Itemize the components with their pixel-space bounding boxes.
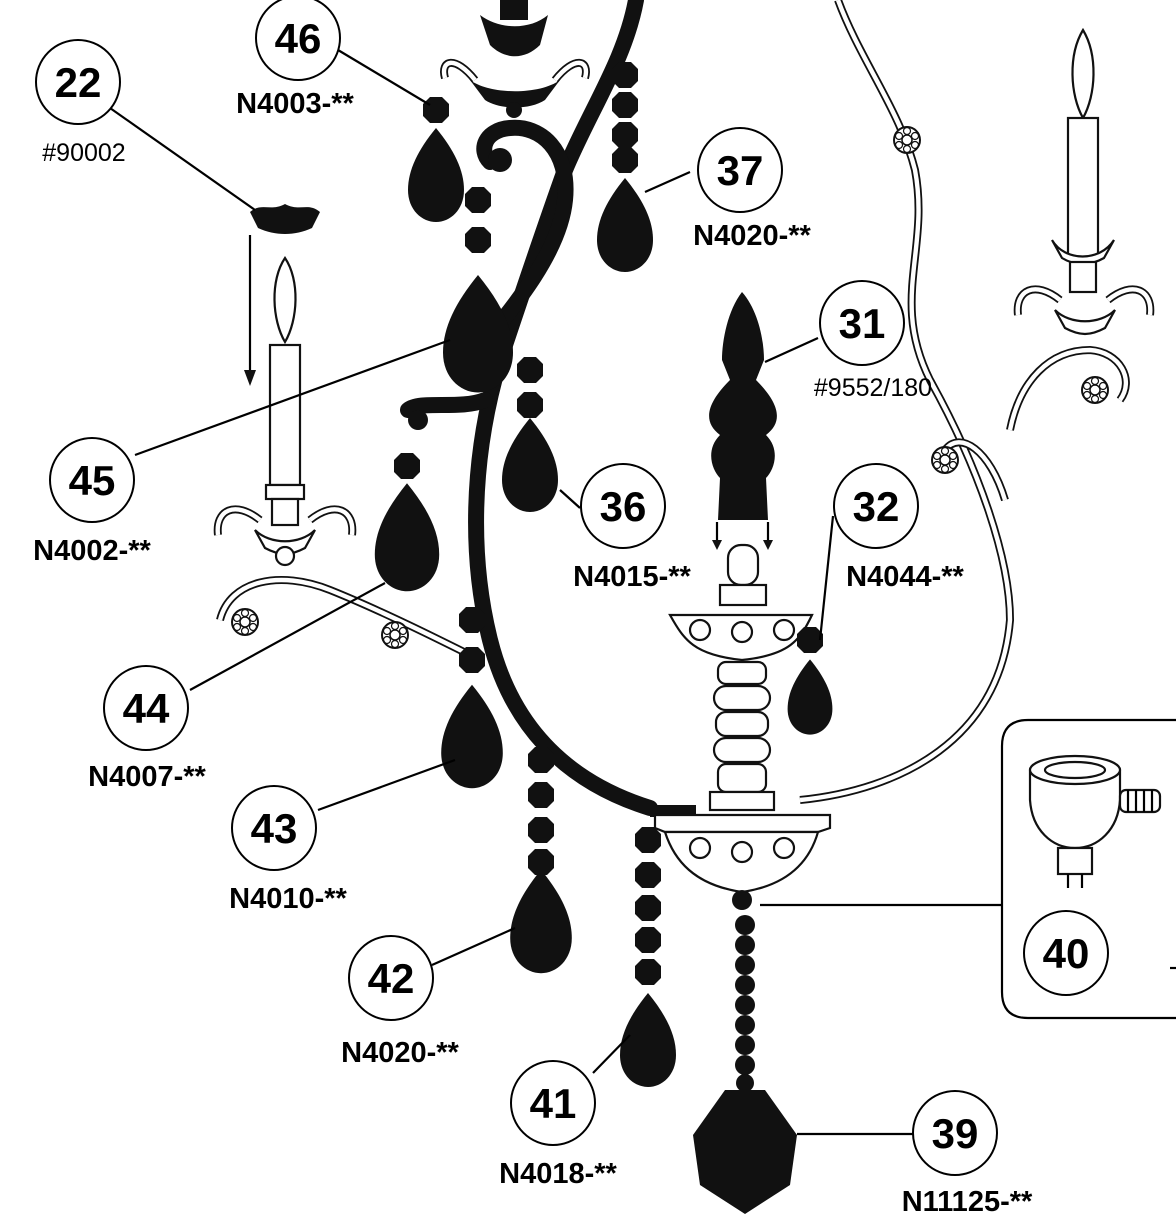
candle-flame-icon (1071, 27, 1095, 121)
candle-icon (268, 343, 302, 487)
rosette-icon (931, 446, 959, 474)
callout-41: 41 N4018-** (499, 1060, 618, 1190)
top-canopy (440, 0, 590, 118)
part-code: N4020-** (341, 1037, 459, 1069)
octagon-bead-icon (517, 392, 543, 418)
part-code: N4018-** (499, 1158, 617, 1190)
callout-32: 32 N4044-** (833, 463, 965, 593)
crystal-strands (374, 62, 833, 1214)
octagon-bead-icon (635, 959, 661, 985)
callout-number: 42 (368, 955, 415, 1002)
callout-number: 39 (932, 1110, 979, 1157)
callout-number: 46 (275, 15, 322, 62)
bobeche-cup-icon (250, 204, 320, 234)
callout-31: 31 #9552/180 (814, 280, 932, 402)
octagon-bead-icon (635, 862, 661, 888)
candle-icon (1066, 116, 1100, 260)
octagon-bead-icon (517, 357, 543, 383)
rosette-icon (1081, 376, 1109, 404)
callout-number: 37 (717, 147, 764, 194)
candle-right (1013, 27, 1155, 336)
octagon-bead-icon (612, 92, 638, 118)
crystal-drop-icon (408, 128, 464, 222)
callout-44: 44 N4007-** (88, 665, 207, 793)
callout-number: 40 (1043, 930, 1090, 977)
part-code: N4044-** (846, 561, 964, 593)
octagon-bead-icon (394, 453, 420, 479)
crystal-drop-icon (374, 483, 440, 592)
callout-number: 32 (853, 483, 900, 530)
candle-left (213, 256, 357, 567)
octagon-bead-icon (465, 227, 491, 253)
octagon-bead-icon (612, 62, 638, 88)
callout-22: 22 #90002 (35, 39, 126, 167)
callout-number: 31 (839, 300, 886, 347)
callout-46: 46 N4003-** (236, 0, 355, 120)
part-code: N11125-** (902, 1186, 1033, 1218)
center-post (650, 292, 832, 910)
crystal-drop-icon (787, 659, 833, 735)
crystal-drop-icon (597, 178, 653, 272)
octagon-bead-icon (423, 97, 449, 123)
octagon-bead-icon (465, 187, 491, 213)
callout-42: 42 N4020-** (341, 935, 460, 1069)
finial-icon (709, 292, 777, 520)
callout-number: 44 (123, 685, 170, 732)
leader-lines (109, 49, 1003, 1136)
octagon-bead-icon (459, 647, 485, 673)
octagon-bead-icon (635, 895, 661, 921)
part-code: N4015-** (573, 561, 691, 593)
rosette-icon (231, 608, 259, 636)
octagon-bead-icon (797, 627, 823, 653)
part-code: #90002 (42, 139, 125, 167)
octagon-bead-icon (459, 607, 485, 633)
part-code: N4002-** (33, 535, 151, 567)
lamp-socket-icon (1028, 754, 1162, 888)
crystal-drop-icon (620, 993, 676, 1087)
scroll-knob (408, 410, 428, 430)
callout-number: 45 (69, 457, 116, 504)
part-code: N4003-** (236, 88, 354, 120)
crystal-drop-icon (443, 275, 513, 393)
frame-outline (216, 0, 1130, 804)
octagon-bead-icon (635, 927, 661, 953)
octagon-bead-icon (528, 782, 554, 808)
candle-flame-icon (273, 256, 297, 345)
callout-40: 40 (1023, 910, 1109, 996)
callout-36: 36 N4015-** (573, 463, 692, 593)
octagon-bead-icon (612, 122, 638, 148)
octagon-bead-icon (528, 747, 554, 773)
octagon-bead-icon (612, 147, 638, 173)
crystal-drop-icon (510, 869, 572, 974)
octagon-bead-icon (635, 827, 661, 853)
crystal-ball-icon (693, 1090, 797, 1214)
callout-39: 39 N11125-** (902, 1090, 1033, 1218)
rosette-icon (893, 126, 921, 154)
part-code: N4020-** (693, 220, 811, 252)
callout-number: 41 (530, 1080, 577, 1127)
callout-number: 22 (55, 59, 102, 106)
callout-43: 43 N4010-** (229, 785, 348, 915)
octagon-bead-icon (528, 817, 554, 843)
scroll-knob (488, 148, 512, 172)
part-code: #9552/180 (814, 374, 932, 402)
crystal-drop-icon (441, 684, 503, 789)
part-code: N4007-** (88, 761, 206, 793)
callout-number: 36 (600, 483, 647, 530)
crystal-drop-icon (502, 418, 558, 512)
callout-45: 45 N4002-** (33, 437, 152, 567)
part-code: N4010-** (229, 883, 347, 915)
rosette-icon (381, 621, 409, 649)
callout-number: 43 (251, 805, 298, 852)
callout-37: 37 N4020-** (693, 127, 812, 252)
